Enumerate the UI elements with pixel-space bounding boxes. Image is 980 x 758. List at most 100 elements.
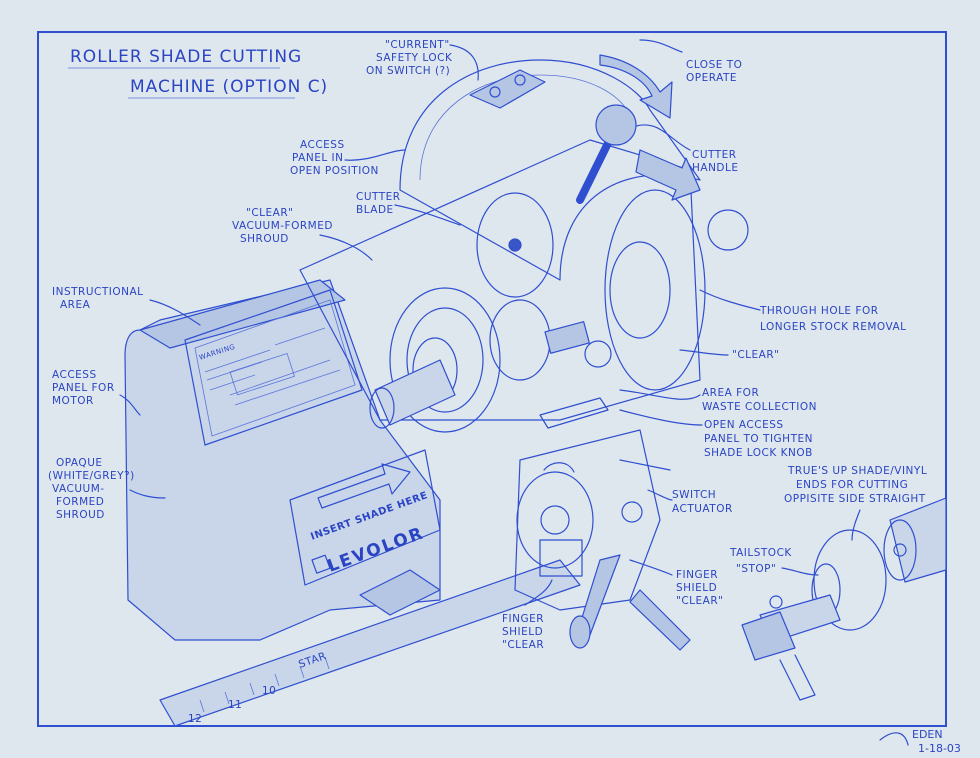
brand-logo-icon — [311, 554, 331, 574]
callout-text-line: "CLEAR" — [246, 207, 293, 219]
callout-text-line: ON SWITCH (?) — [366, 65, 450, 77]
callout-finger-shield-right: FINGER SHIELD "CLEAR" — [676, 569, 723, 607]
ruler — [159, 559, 581, 727]
callout-text-line: (WHITE/GREY?) — [48, 470, 135, 482]
callout-text-line: AREA FOR — [702, 387, 759, 399]
callout-text-line: ENDS FOR CUTTING — [796, 479, 908, 491]
clear-shroud — [299, 139, 701, 421]
callout-opaque-shroud: OPAQUE (WHITE/GREY?) VACUUM- FORMED SHRO… — [48, 457, 135, 521]
drive-gear — [389, 287, 501, 433]
callout-text-line: "CURRENT" — [385, 39, 450, 51]
ruler-number-12: 12 — [188, 713, 202, 725]
safety-lock-switch — [469, 69, 546, 109]
callout-text-line: VACUUM-FORMED — [232, 220, 333, 232]
callout-text-line: LONGER STOCK REMOVAL — [760, 321, 907, 333]
callout-text-line: HANDLE — [692, 162, 739, 174]
callout-finger-shield-bottom: FINGER SHIELD "CLEAR — [502, 613, 544, 651]
cutter-handle-lever — [576, 131, 616, 204]
release-lever — [629, 589, 691, 651]
callout-text-line: FINGER — [676, 569, 718, 581]
callout-text-line: PANEL TO TIGHTEN — [704, 433, 813, 445]
callout-text-line: INSTRUCTIONAL — [52, 286, 144, 298]
shade-roll — [883, 497, 947, 583]
signature-name: EDEN — [912, 728, 943, 741]
callout-text-line: FORMED — [56, 496, 104, 508]
callout-text-line: SHROUD — [240, 233, 289, 245]
finger-shield — [539, 539, 583, 577]
arrow-icon — [317, 463, 411, 509]
ruler-number-11: 11 — [228, 699, 242, 711]
callout-text-line: "CLEAR" — [676, 595, 723, 607]
callout-text-line: OPAQUE — [56, 457, 103, 469]
through-hole — [609, 241, 671, 339]
callout-clear-shroud: "CLEAR" VACUUM-FORMED SHROUD — [232, 207, 333, 245]
callout-text-line: CUTTER — [692, 149, 737, 161]
callout-text-line: FINGER — [502, 613, 544, 625]
callout-text-line: MOTOR — [52, 395, 94, 407]
cutter-blade — [476, 192, 554, 298]
callout-cutter-handle: CUTTER HANDLE — [692, 149, 739, 174]
callout-open-access-panel: OPEN ACCESS PANEL TO TIGHTEN SHADE LOCK … — [704, 419, 813, 459]
opaque-shroud — [124, 279, 441, 641]
callout-trues-up: TRUE'S UP SHADE/VINYL ENDS FOR CUTTING O… — [784, 465, 927, 505]
callout-text-line: ACCESS — [300, 139, 345, 151]
insert-shade-plate — [289, 449, 441, 586]
callout-text-line: SAFETY LOCK — [376, 52, 453, 64]
callout-text-line: OPERATE — [686, 72, 737, 84]
callout-text-line: THROUGH HOLE FOR — [759, 305, 879, 317]
callout-text-line: WASTE COLLECTION — [702, 401, 817, 413]
close-arrow-icon — [599, 54, 673, 119]
waste-handle — [539, 397, 609, 429]
callout-access-panel-open: ACCESS PANEL IN OPEN POSITION — [290, 139, 379, 177]
callout-text-line: PANEL IN — [292, 152, 343, 164]
callout-text-line: ACTUATOR — [672, 503, 733, 515]
callout-text-line: "CLEAR — [502, 639, 544, 651]
callout-text-line: OPPISITE SIDE STRAIGHT — [784, 493, 926, 505]
callout-text-line: SHADE LOCK KNOB — [704, 447, 813, 459]
callout-text-line: CUTTER — [356, 191, 401, 203]
callout-clear-right: "CLEAR" — [732, 349, 779, 361]
title-line-2: MACHINE (OPTION C) — [130, 77, 328, 97]
instructional-panel — [184, 289, 363, 446]
shade-lock-knob — [584, 340, 612, 368]
callout-text-line: BLADE — [356, 204, 394, 216]
callout-text-line: CLOSE TO — [686, 59, 742, 71]
callout-text-line: SHIELD — [676, 582, 717, 594]
callout-text-line: SWITCH — [672, 489, 716, 501]
cylinder-end — [604, 189, 706, 391]
callout-text-line: "CLEAR" — [732, 349, 779, 361]
cutter-handle-knob — [595, 104, 637, 146]
callout-text-line: OPEN POSITION — [290, 165, 379, 177]
callout-through-hole: THROUGH HOLE FOR LONGER STOCK REMOVAL — [759, 305, 907, 333]
callout-text-line: SHROUD — [56, 509, 105, 521]
callout-cutter-blade: CUTTER BLADE — [356, 191, 401, 216]
access-panel-lid — [399, 59, 701, 281]
callout-safety-lock: "CURRENT" SAFETY LOCK ON SWITCH (?) — [366, 39, 453, 77]
tailstock-stop — [741, 529, 887, 701]
rotate-arrow-icon — [635, 149, 701, 201]
callout-text-line: VACUUM- — [52, 483, 105, 495]
signature-date: 1-18-03 — [918, 742, 961, 755]
callout-access-panel-motor: ACCESS PANEL FOR MOTOR — [52, 369, 115, 407]
callout-switch-actuator: SWITCH ACTUATOR — [672, 489, 733, 515]
sheet-border — [37, 31, 947, 727]
leader-lines — [119, 39, 861, 606]
title-line-1: ROLLER SHADE CUTTING — [70, 47, 302, 67]
machine-drawing: WARNING INSERT SHADE HERE LEVOLOR 12 11 … — [124, 54, 947, 727]
callout-text-line: SHIELD — [502, 626, 543, 638]
callout-text-line: TAILSTOCK — [729, 547, 792, 559]
sketch-title: ROLLER SHADE CUTTING MACHINE (OPTION C) — [68, 47, 328, 99]
callout-text-line: TRUE'S UP SHADE/VINYL — [787, 465, 927, 477]
callout-tailstock-stop: TAILSTOCK "STOP" — [729, 547, 792, 575]
callout-text-line: ACCESS — [52, 369, 97, 381]
callout-close-to-operate: CLOSE TO OPERATE — [686, 59, 742, 84]
switch-actuator — [514, 429, 661, 611]
ruler-number-10: 10 — [262, 685, 276, 697]
callout-text-line: AREA — [60, 299, 91, 311]
callout-waste-collection: AREA FOR WASTE COLLECTION — [702, 387, 817, 413]
signature: EDEN 1-18-03 — [879, 728, 961, 755]
callout-text-line: PANEL FOR — [52, 382, 115, 394]
callout-text-line: "STOP" — [736, 563, 776, 575]
callout-text-line: OPEN ACCESS — [704, 419, 784, 431]
